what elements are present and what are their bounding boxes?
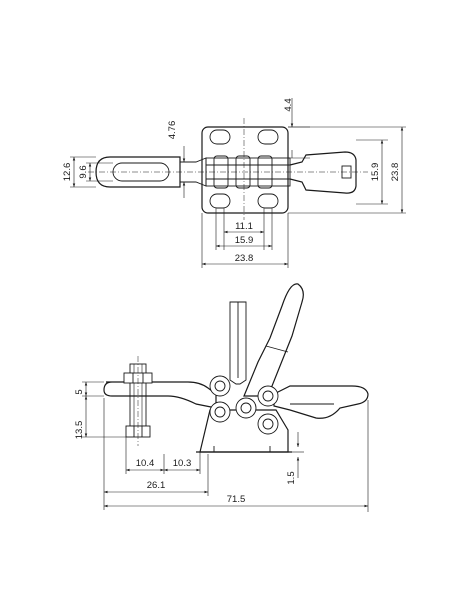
- clamp-arm: [103, 381, 217, 409]
- dim-10-4-label: 10.4: [136, 458, 155, 469]
- dim-5-label: 5: [74, 389, 85, 394]
- top-view: 12.6 9.6 4.76 4.4 15.9 23.8 1: [62, 98, 406, 268]
- dim-13-5-label: 13.5: [74, 421, 85, 440]
- base-plate-outline: [201, 126, 289, 214]
- clamp-bar-loop: [95, 156, 181, 188]
- pivot-upper-inner: [214, 380, 226, 392]
- mount-slot-tr: [257, 129, 279, 145]
- pivot-right-upper-outer: [257, 385, 279, 407]
- stop-bar: [229, 301, 247, 385]
- pivot-right-lower-outer: [257, 413, 279, 435]
- dim-10-3-label: 10.3: [173, 458, 192, 469]
- mount-slot-tl: [209, 129, 231, 145]
- side-view: 5 13.5 10.4 10.3 26.1 1.5 71.5: [74, 283, 369, 512]
- handle-lever-step: [265, 345, 289, 353]
- dim-15-9b-label: 15.9: [235, 235, 254, 246]
- dim-26-1-label: 26.1: [147, 480, 166, 491]
- dim-4-4-label: 4.4: [283, 98, 294, 111]
- pivot-upper-outer: [209, 375, 231, 397]
- dim-1-5-label: 1.5: [286, 471, 297, 484]
- dim-23-8b-label: 23.8: [235, 253, 254, 264]
- mount-slot-bl: [209, 193, 231, 209]
- pivot-center-inner: [240, 402, 252, 414]
- pivot-left-outer: [209, 401, 231, 423]
- dim-15-9r-label: 15.9: [370, 163, 381, 182]
- dim-12-6-label: 12.6: [62, 163, 73, 182]
- dim-71-5-label: 71.5: [227, 494, 246, 505]
- mount-slot-br: [257, 193, 279, 209]
- dim-11-1-label: 11.1: [235, 221, 253, 232]
- handle-outline: [289, 151, 357, 194]
- dim-9-6-label: 9.6: [78, 165, 89, 178]
- pivot-center-outer: [235, 397, 257, 419]
- handle-grip: [273, 385, 369, 419]
- pivot-left-inner: [214, 406, 226, 418]
- pivot-right-upper-inner: [262, 390, 274, 402]
- dim-23-8r-label: 23.8: [390, 163, 401, 182]
- pivot-right-lower-inner: [262, 418, 274, 430]
- dim-4-76-label: 4.76: [167, 121, 178, 140]
- handle-lever: [243, 283, 304, 397]
